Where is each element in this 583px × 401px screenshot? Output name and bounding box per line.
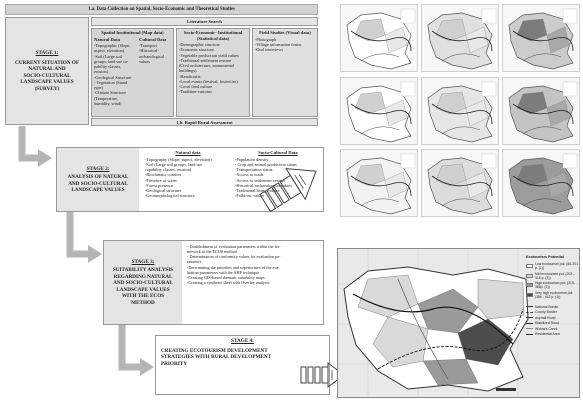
thematic-map-thumbnail — [340, 77, 418, 145]
thematic-map-thumbnail — [421, 149, 499, 217]
legend-line-4: Stabilized Road — [526, 321, 578, 325]
legend-line-symbol — [526, 311, 533, 313]
legend-line-label: County Border — [535, 310, 557, 314]
natural-data-list: Natural Data -Topographic (Slope,aspect,… — [94, 36, 132, 106]
ecotourism-potential-map: Ecotourism Potential Low ecotourism pot.… — [337, 248, 580, 398]
connector-2-3 — [66, 212, 102, 263]
legend-line-symbol — [526, 322, 533, 324]
legend-line-label: Stabilized Road — [535, 321, 559, 325]
connector-3-4 — [118, 325, 154, 376]
legend-class-3: High ecotourism pot. (319- 385p. (3)) — [526, 281, 578, 289]
legend-class-label: High ecotourism pot. (319- 385p. (3)) — [535, 281, 575, 289]
field-studies-box: Field Studies (Visual data) -Photograph-… — [252, 28, 318, 117]
socio-economic-box: Socio-Economic- Institutional (Statistic… — [176, 28, 250, 117]
legend-class-2: Mid ecotourism pot. (202 - 318 p. (2)) — [526, 272, 578, 280]
legend-swatch — [526, 283, 533, 287]
legend-swatch — [526, 273, 533, 278]
stage2-cultural-list: Socio-Cultural Data -Population density-… — [235, 150, 298, 199]
thematic-map-thumbnail — [340, 4, 418, 72]
legend-line-symbol — [526, 317, 533, 318]
legend-line-symbol — [526, 306, 533, 307]
legend-line-symbol — [526, 333, 533, 335]
legend-line-label: Residential Area — [535, 332, 560, 336]
stage2-natural-list: Natural data -Topography (Slope, aspect,… — [145, 150, 212, 199]
legend-line-3: Asphalt Road — [526, 316, 578, 320]
spatial-data-box: Spatial Institutional (Map data) Natural… — [91, 28, 174, 117]
legend-swatch — [526, 292, 533, 297]
legend-line-label: Widow's Creek — [535, 326, 558, 331]
legend-swatch — [526, 264, 533, 268]
field-studies-list: -Photograph-Village information forms -O… — [255, 36, 302, 53]
map-canvas — [338, 249, 579, 397]
legend-class-label: Very high ecotourism pot. (386 - 452 p. … — [535, 290, 574, 299]
legend-line-label: Asphalt Road — [535, 315, 556, 320]
connector-1-2 — [18, 126, 52, 167]
legend-line-symbol — [526, 328, 533, 329]
thematic-map-thumbnail — [421, 4, 499, 72]
stage3-list: - Establishment of evaluation parameters… — [187, 244, 281, 285]
legend-class-4: Very high ecotourism pot. (386 - 452 p. … — [526, 291, 578, 299]
legend-class-label: Low ecotourism pot. (84-201 p. (1)) — [535, 262, 578, 270]
stage1-section-title: 1.a. Data Collection on Spatial, Socio-E… — [5, 4, 318, 15]
literature-search-label: Literature Search — [91, 17, 318, 26]
cultural-data-list: Cultural Data -Transport-Historical- arc… — [139, 36, 167, 64]
socio-economic-list: -Demographic structure-Economic structur… — [179, 42, 239, 95]
thematic-map-thumbnail — [421, 77, 499, 145]
legend-title: Ecotourism Potential — [526, 255, 564, 259]
legend-line-5: Widow's Creek — [526, 327, 578, 331]
thematic-map-thumbnail — [340, 149, 418, 217]
legend-class-label: Mid ecotourism pot. (202 - 318 p. (2)) — [535, 271, 575, 280]
rapid-rural-assessment-label: 1.b. Rapid Rural Assessment — [91, 118, 318, 126]
thematic-map-thumbnail — [502, 77, 580, 145]
stage4-box: STAGE 4: CREATING ECOTOURISM DEVELOPMENT… — [155, 335, 330, 395]
legend-line-6: Residential Area — [526, 332, 578, 336]
thematic-map-thumbnail — [502, 149, 580, 217]
legend-line-2: County Border — [526, 310, 578, 314]
striped-arrow-maps-to-stage2 — [259, 168, 317, 212]
legend-line-1: National Border — [526, 305, 578, 309]
striped-arrow-stage4-to-map — [300, 362, 345, 388]
stage4-heading: STAGE 4: — [231, 338, 254, 344]
legend-class-1: Low ecotourism pot. (84-201 p. (1)) — [526, 262, 578, 270]
map-legend: Ecotourism Potential Low ecotourism pot.… — [526, 255, 578, 338]
thematic-map-thumbnail — [502, 4, 580, 72]
legend-line-label: National Border — [535, 304, 559, 309]
